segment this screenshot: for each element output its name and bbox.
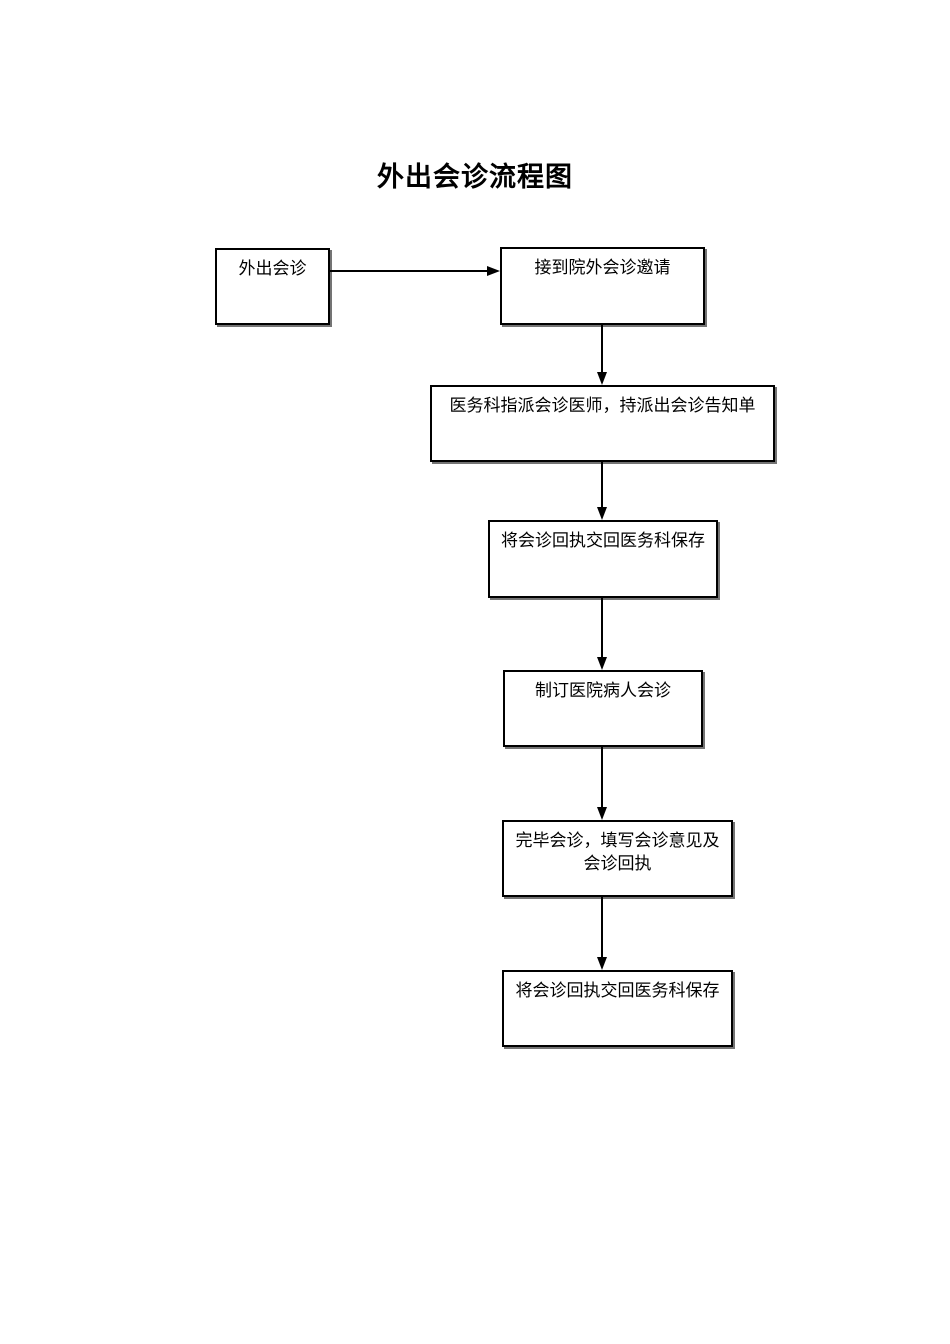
flow-node-label: 将会诊回执交回医务科保存 [501,531,705,550]
arrow-head-down-icon [597,957,607,970]
flow-node-label: 制订医院病人会诊 [535,681,671,700]
flow-node-label: 医务科指派会诊医师，持派出会诊告知单 [449,396,756,415]
flow-node-label: 完毕会诊，填写会诊意见及 会诊回执 [515,831,720,873]
arrow-head-down-icon [597,372,607,385]
arrow-line [601,462,603,508]
flow-node-plan-consultation: 制订医院病人会诊 [503,670,703,747]
flow-node-label: 将会诊回执交回医务科保存 [515,981,720,1000]
flow-node-assign-doctor: 医务科指派会诊医师，持派出会诊告知单 [430,385,775,462]
flow-node-label: 外出会诊 [238,259,307,278]
flow-node-return-receipt-1: 将会诊回执交回医务科保存 [488,520,718,598]
arrow-head-down-icon [597,807,607,820]
arrow-line [601,747,603,808]
flow-node-start: 外出会诊 [215,248,330,325]
flow-node-label: 接到院外会诊邀请 [534,258,671,277]
arrow-head-down-icon [597,657,607,670]
page-title: 外出会诊流程图 [377,162,573,192]
arrow-line [601,897,603,958]
arrow-head-right-icon [487,266,500,276]
flow-node-return-receipt-2: 将会诊回执交回医务科保存 [502,970,733,1047]
arrow-head-down-icon [597,507,607,520]
flow-node-finish-consultation: 完毕会诊，填写会诊意见及 会诊回执 [502,820,733,897]
arrow-line [601,325,603,373]
arrow-line [330,270,488,272]
arrow-line [601,598,603,658]
flow-node-receive-invitation: 接到院外会诊邀请 [500,247,705,325]
